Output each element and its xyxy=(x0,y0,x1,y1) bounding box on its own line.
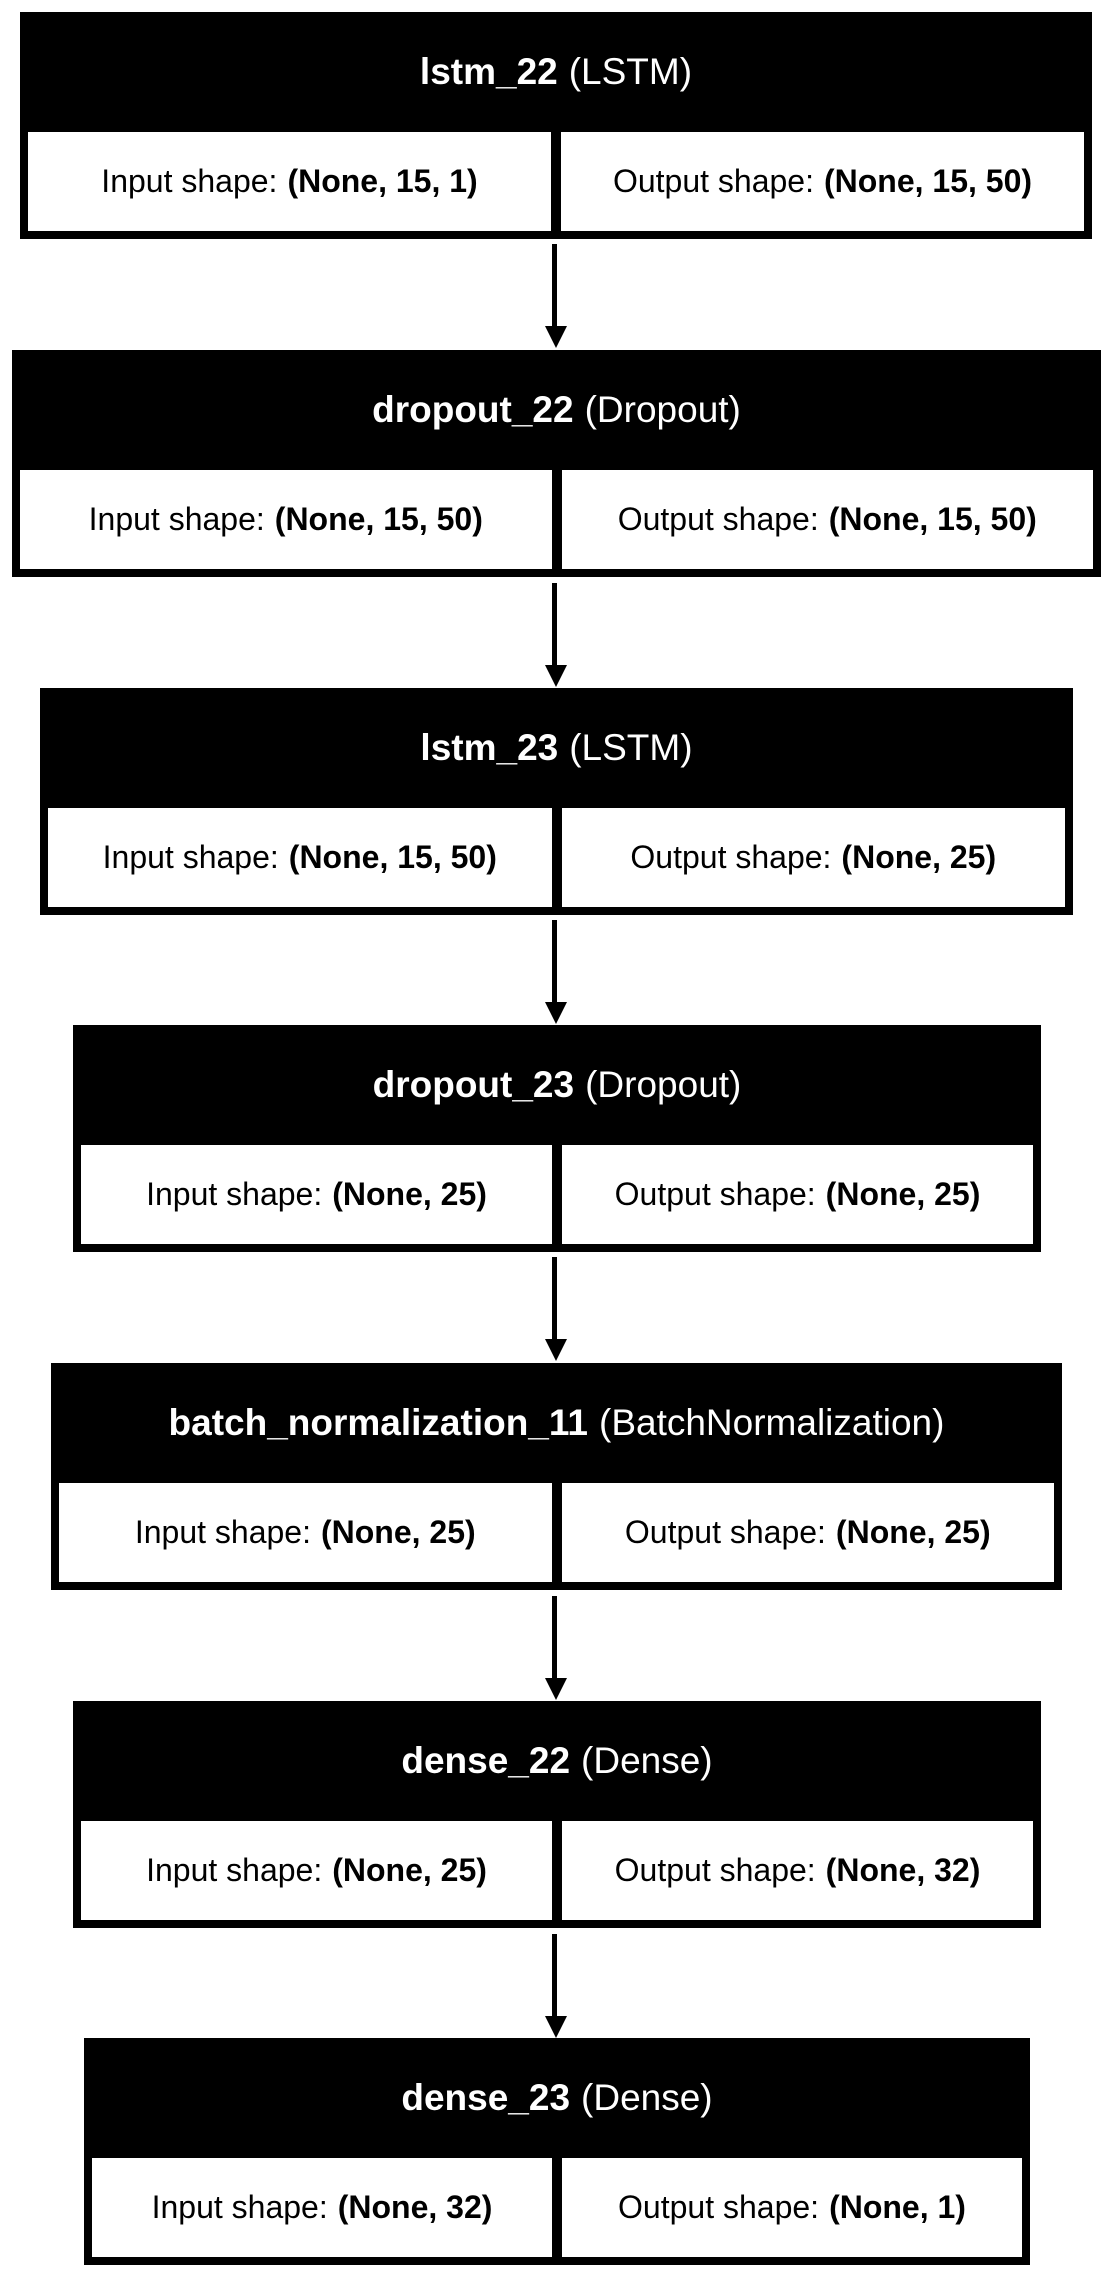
input-shape-value: (None, 25) xyxy=(332,1852,487,1888)
shape-row: Input shape: (None, 25) Output shape: (N… xyxy=(77,1821,1037,1924)
arrowhead-icon xyxy=(545,326,567,348)
output-shape-value: (None, 25) xyxy=(835,1514,991,1550)
shape-row: Input shape: (None, 32) Output shape: (N… xyxy=(88,2158,1026,2261)
arrowhead-icon xyxy=(545,2016,567,2038)
layer-type: (Dropout) xyxy=(585,1064,742,1105)
input-shape-cell: Input shape: (None, 25) xyxy=(81,1145,552,1244)
layer-type: (Dropout) xyxy=(584,389,741,430)
output-shape-value: (None, 15, 50) xyxy=(823,163,1033,199)
input-shape-label: Input shape: xyxy=(101,163,278,199)
layer-type: (Dense) xyxy=(581,1740,713,1781)
layer-header: dropout_22 (Dropout) xyxy=(16,354,1097,470)
layer-node: dropout_23 (Dropout) Input shape: (None,… xyxy=(73,1025,1041,1252)
shape-row: Input shape: (None, 25) Output shape: (N… xyxy=(77,1145,1037,1248)
edge-arrow xyxy=(545,583,567,687)
layer-header: lstm_22 (LSTM) xyxy=(24,16,1088,132)
input-shape-label: Input shape: xyxy=(146,1176,323,1212)
output-shape-label: Output shape: xyxy=(630,839,832,875)
layer-header: lstm_23 (LSTM) xyxy=(44,692,1069,808)
input-shape-value: (None, 15, 50) xyxy=(274,501,483,537)
edge-arrow xyxy=(545,1257,567,1361)
edge-line xyxy=(552,920,557,1002)
layer-node: dropout_22 (Dropout) Input shape: (None,… xyxy=(12,350,1101,577)
shape-row: Input shape: (None, 25) Output shape: (N… xyxy=(55,1483,1058,1586)
arrowhead-icon xyxy=(545,665,567,687)
output-shape-label: Output shape: xyxy=(614,1176,816,1212)
input-shape-value: (None, 15, 1) xyxy=(287,163,478,199)
output-shape-value: (None, 25) xyxy=(841,839,997,875)
layer-name: batch_normalization_11 xyxy=(168,1402,588,1443)
layer-header: dense_22 (Dense) xyxy=(77,1705,1037,1821)
layer-type: (BatchNormalization) xyxy=(599,1402,945,1443)
arrowhead-icon xyxy=(545,1678,567,1700)
layer-header: batch_normalization_11 (BatchNormalizati… xyxy=(55,1367,1058,1483)
input-shape-label: Input shape: xyxy=(102,839,279,875)
input-shape-cell: Input shape: (None, 25) xyxy=(81,1821,552,1920)
input-shape-value: (None, 25) xyxy=(320,1514,476,1550)
input-shape-label: Input shape: xyxy=(151,2189,328,2225)
layer-name: lstm_23 xyxy=(420,727,559,768)
shape-row: Input shape: (None, 15, 50) Output shape… xyxy=(16,470,1097,573)
output-shape-label: Output shape: xyxy=(612,163,814,199)
layer-node: dense_23 (Dense) Input shape: (None, 32)… xyxy=(84,2038,1030,2265)
layer-type: (LSTM) xyxy=(569,727,693,768)
layer-node: lstm_22 (LSTM) Input shape: (None, 15, 1… xyxy=(20,12,1092,239)
edge-arrow xyxy=(545,1596,567,1700)
edge-arrow xyxy=(545,1934,567,2038)
layer-name: dropout_23 xyxy=(372,1064,575,1105)
shape-row: Input shape: (None, 15, 1) Output shape:… xyxy=(24,132,1088,235)
output-shape-value: (None, 1) xyxy=(829,2189,966,2225)
edge-line xyxy=(552,1934,557,2016)
layer-name: lstm_22 xyxy=(419,51,558,92)
edge-arrow xyxy=(545,920,567,1024)
layer-node: dense_22 (Dense) Input shape: (None, 25)… xyxy=(73,1701,1041,1928)
input-shape-cell: Input shape: (None, 25) xyxy=(59,1483,552,1582)
layer-node: lstm_23 (LSTM) Input shape: (None, 15, 5… xyxy=(40,688,1073,915)
input-shape-cell: Input shape: (None, 15, 1) xyxy=(28,132,551,231)
output-shape-cell: Output shape: (None, 25) xyxy=(561,808,1065,907)
layer-type: (Dense) xyxy=(581,2077,713,2118)
output-shape-value: (None, 15, 50) xyxy=(828,501,1037,537)
layer-header: dense_23 (Dense) xyxy=(88,2042,1026,2158)
input-shape-label: Input shape: xyxy=(88,501,265,537)
output-shape-cell: Output shape: (None, 25) xyxy=(561,1483,1054,1582)
layer-type: (LSTM) xyxy=(568,51,693,92)
layer-header: dropout_23 (Dropout) xyxy=(77,1029,1037,1145)
input-shape-label: Input shape: xyxy=(146,1852,323,1888)
edge-line xyxy=(552,1257,557,1339)
input-shape-value: (None, 15, 50) xyxy=(288,839,497,875)
edge-line xyxy=(552,583,557,665)
arrowhead-icon xyxy=(545,1339,567,1361)
layer-name: dense_23 xyxy=(401,2077,571,2118)
input-shape-cell: Input shape: (None, 15, 50) xyxy=(20,470,552,569)
input-shape-value: (None, 32) xyxy=(337,2189,493,2225)
output-shape-label: Output shape: xyxy=(617,501,819,537)
input-shape-cell: Input shape: (None, 15, 50) xyxy=(48,808,552,907)
output-shape-cell: Output shape: (None, 1) xyxy=(562,2158,1022,2257)
edge-line xyxy=(552,244,557,326)
input-shape-label: Input shape: xyxy=(134,1514,311,1550)
output-shape-cell: Output shape: (None, 25) xyxy=(562,1145,1033,1244)
edge-arrow xyxy=(545,244,567,348)
output-shape-value: (None, 25) xyxy=(825,1176,981,1212)
input-shape-cell: Input shape: (None, 32) xyxy=(92,2158,552,2257)
output-shape-cell: Output shape: (None, 32) xyxy=(562,1821,1033,1920)
output-shape-label: Output shape: xyxy=(614,1852,816,1888)
output-shape-value: (None, 32) xyxy=(825,1852,981,1888)
output-shape-label: Output shape: xyxy=(618,2189,820,2225)
arrowhead-icon xyxy=(545,1002,567,1024)
output-shape-cell: Output shape: (None, 15, 50) xyxy=(561,470,1093,569)
layer-name: dense_22 xyxy=(401,1740,571,1781)
shape-row: Input shape: (None, 15, 50) Output shape… xyxy=(44,808,1069,911)
input-shape-value: (None, 25) xyxy=(332,1176,487,1212)
layer-node: batch_normalization_11 (BatchNormalizati… xyxy=(51,1363,1062,1590)
output-shape-label: Output shape: xyxy=(624,1514,826,1550)
output-shape-cell: Output shape: (None, 15, 50) xyxy=(561,132,1084,231)
edge-line xyxy=(552,1596,557,1678)
layer-name: dropout_22 xyxy=(372,389,574,430)
